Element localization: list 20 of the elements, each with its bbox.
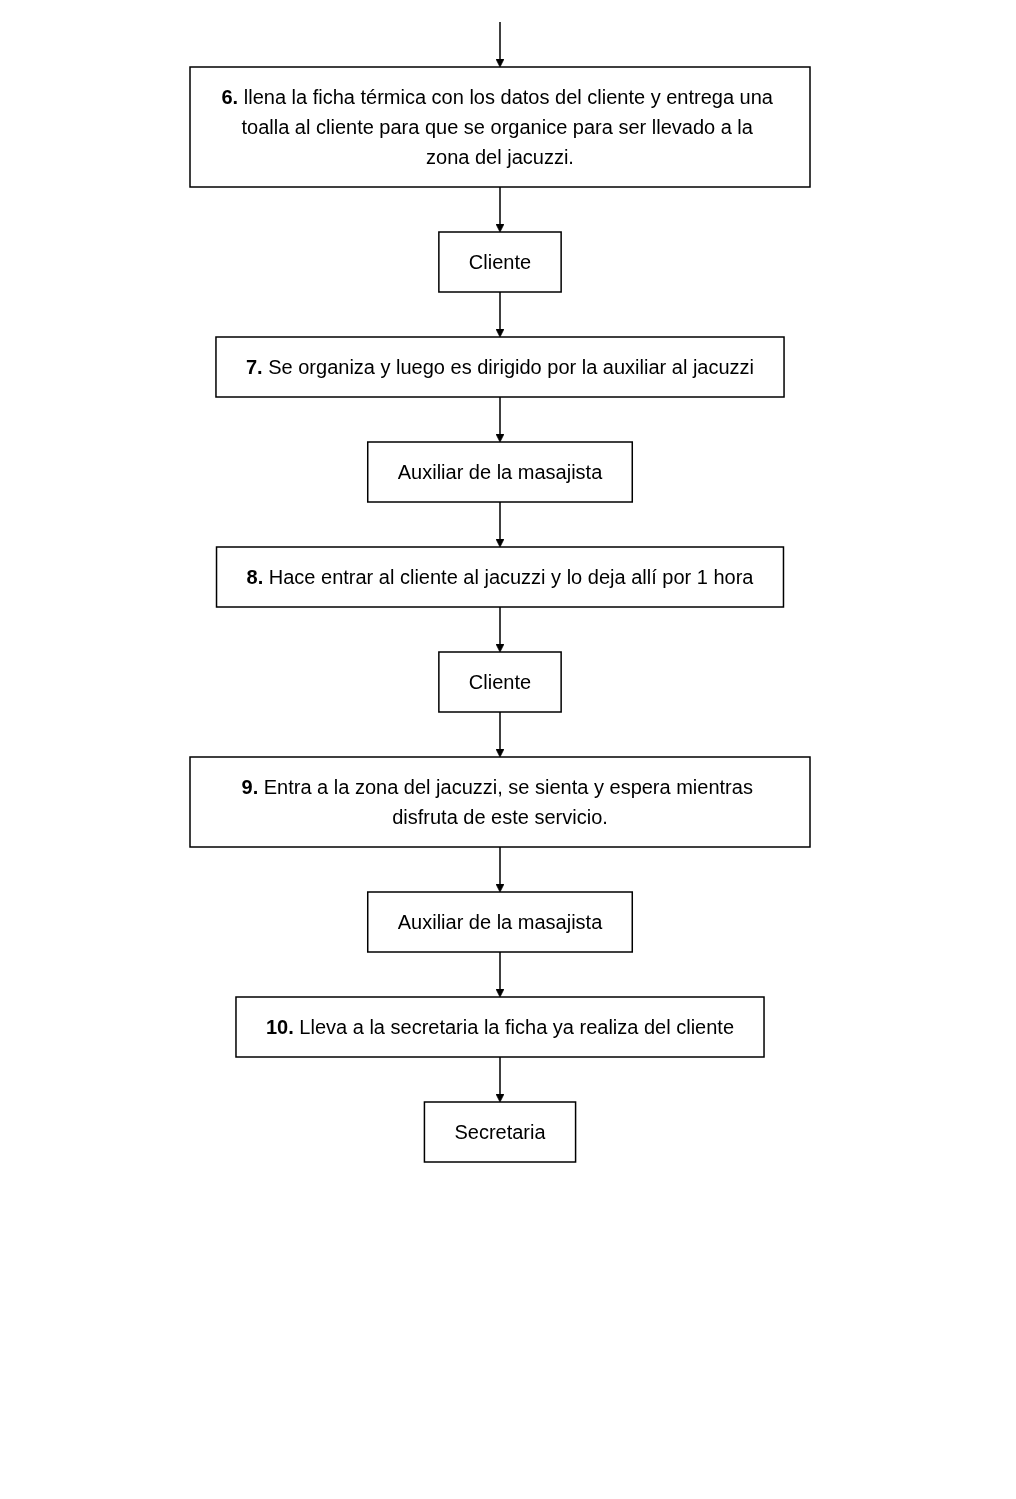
- node-box: Cliente: [438, 651, 562, 713]
- node-box: Cliente: [438, 231, 562, 293]
- arrow: [495, 501, 505, 548]
- arrow: [495, 711, 505, 758]
- arrow: [495, 606, 505, 653]
- node-box: Auxiliar de la masajista: [367, 891, 633, 953]
- arrow: [495, 186, 505, 233]
- node-box: 10. Lleva a la secretaria la ficha ya realiza del cliente: [235, 996, 765, 1058]
- arrow: [495, 21, 505, 68]
- arrow: [495, 1056, 505, 1103]
- arrow: [495, 951, 505, 998]
- node-box: Auxiliar de la masajista: [367, 441, 633, 503]
- arrow: [495, 291, 505, 338]
- arrow: [495, 846, 505, 893]
- arrow: [495, 396, 505, 443]
- node-box: 9. Entra a la zona del jacuzzi, se sienta y espera mientras disfruta de este servicio.: [189, 756, 811, 848]
- node-box: 6. llena la ficha térmica con los datos del cliente y entrega una toalla al cliente para que se organice para ser llevado a la zona del jacuzzi.: [189, 66, 811, 188]
- node-box: 8. Hace entrar al cliente al jacuzzi y lo deja allí por 1 hora: [215, 546, 785, 608]
- node-box: 7. Se organiza y luego es dirigido por la auxiliar al jacuzzi: [215, 336, 785, 398]
- node-box: Secretaria: [423, 1101, 577, 1163]
